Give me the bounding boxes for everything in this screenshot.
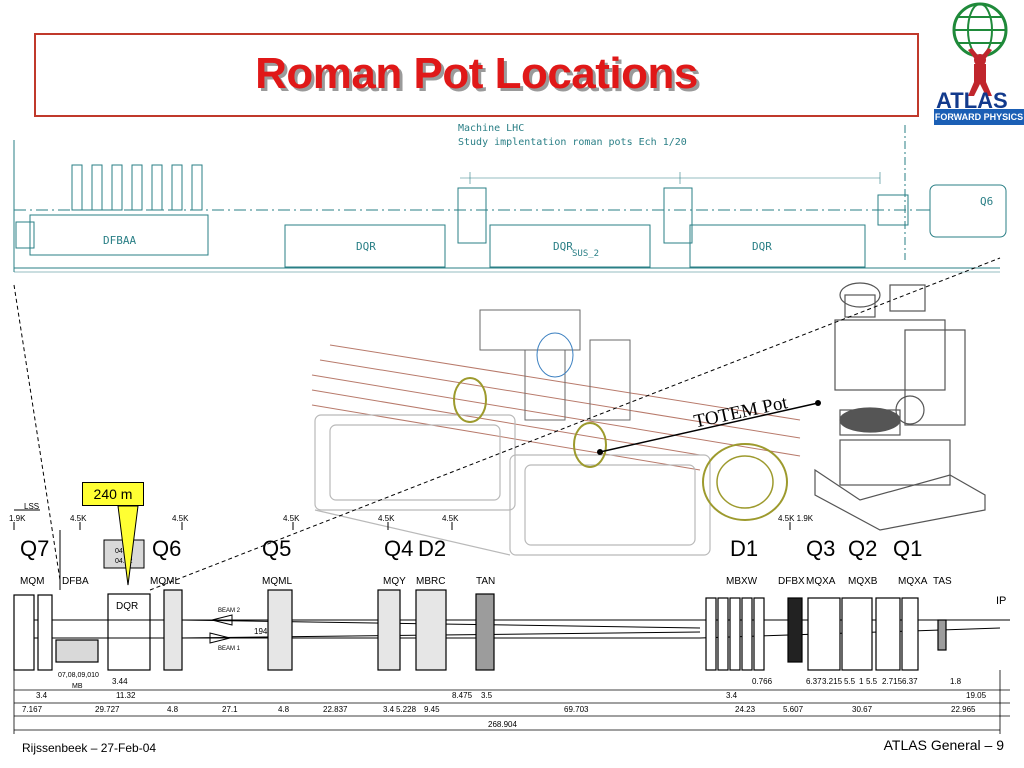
- temp-6: 4.5K: [442, 514, 459, 523]
- dim-r1-11: 6.37: [902, 677, 918, 686]
- dim-r3-7: 3.4: [383, 705, 395, 714]
- dim-r3-6: 22.837: [323, 705, 348, 714]
- label-dqr-1: DQR: [356, 240, 376, 253]
- elem-mqml-2: MQML: [262, 576, 292, 587]
- dim-r1-12: 1.8: [950, 677, 962, 686]
- elem-mqml-1: MQML: [150, 576, 180, 587]
- quad-q3: Q3: [806, 536, 835, 561]
- elem-dfba: DFBA: [62, 576, 89, 587]
- dim-r1-9: 5.5: [866, 677, 878, 686]
- label-dfba-num: 07,08,09,010: [58, 672, 99, 679]
- elem-mbrc: MBRC: [416, 576, 445, 587]
- dim-r1-4: 0.766: [752, 677, 773, 686]
- dim-r2-4: 19.05: [966, 691, 987, 700]
- dim-r3-14: 22.965: [951, 705, 976, 714]
- quad-q1: Q1: [893, 536, 922, 561]
- dim-r3-12: 5.607: [783, 705, 804, 714]
- dim-r3-5: 4.8: [278, 705, 290, 714]
- title-box: Roman Pot Locations: [34, 33, 919, 117]
- elem-tan: TAN: [476, 576, 495, 587]
- drawing-note-line1: Machine LHC: [458, 123, 524, 134]
- dim-r3-9: 9.45: [424, 705, 440, 714]
- label-beam1: BEAM 1: [218, 646, 241, 652]
- dim-r3-1: 7.167: [22, 705, 43, 714]
- slide-title: Roman Pot Locations: [255, 49, 698, 98]
- beamline-schematic: LSS 1.9K 4.5K 4.5K 4.5K 4.5K 4.5K 4.5K 1…: [9, 502, 1010, 734]
- atlas-logo-subtitle: FORWARD PHYSICS: [934, 109, 1024, 125]
- dim-r3-8: 5.228: [396, 705, 417, 714]
- atlas-logo-text: ATLAS: [936, 88, 1008, 113]
- dim-r3-2: 29.727: [95, 705, 120, 714]
- dqr-note-2: 04.02: [115, 558, 133, 565]
- temp-7: 4.5K 1.9K: [778, 514, 814, 523]
- dim-r1-8: 1: [859, 677, 864, 686]
- label-sus2: SUS_2: [572, 249, 599, 259]
- label-lss: LSS: [24, 502, 39, 511]
- label-q6-drawing: Q6: [980, 195, 993, 208]
- dipole-d2: D2: [418, 536, 446, 561]
- totem-pot-rendering: [810, 282, 990, 531]
- dim-r1-7: 5.5: [844, 677, 856, 686]
- elem-mqy: MQY: [383, 576, 406, 587]
- elem-tas: TAS: [933, 576, 952, 587]
- atlas-logo-icon: [952, 2, 1008, 96]
- elem-mqm: MQM: [20, 576, 44, 587]
- drawing-note-line2: Study implentation roman pots Ech 1/20: [458, 137, 687, 148]
- dim-r2-2: 11.32: [116, 691, 136, 700]
- label-dqr-2: DQR: [553, 240, 573, 253]
- dim-r3-13: 30.67: [852, 705, 873, 714]
- label-dfbaa: DFBAA: [103, 234, 136, 247]
- dim-r1-6: 3.215: [822, 677, 843, 686]
- tunnel-3d-rendering: [307, 290, 807, 560]
- label-dqr-3: DQR: [752, 240, 772, 253]
- elem-mqxa-1: MQXA: [806, 576, 836, 587]
- elem-mbxw: MBXW: [726, 576, 758, 587]
- elem-mqxb: MQXB: [848, 576, 878, 587]
- dim-r1-10: 2.715: [882, 677, 903, 686]
- top-engineering-drawing: [13, 125, 1007, 273]
- temp-4: 4.5K: [283, 514, 300, 523]
- quad-q2: Q2: [848, 536, 877, 561]
- dim-r3-3: 4.8: [167, 705, 179, 714]
- dim-r1-2: 8.475: [452, 691, 473, 700]
- distance-callout: 240 m: [82, 482, 144, 506]
- dim-r3-11: 24.23: [735, 705, 756, 714]
- quad-q6: Q6: [152, 536, 181, 561]
- elem-mqxa-2: MQXA: [898, 576, 928, 587]
- dim-r1-3: 3.5: [481, 691, 493, 700]
- label-ip: IP: [996, 595, 1006, 607]
- label-dqr-beamline: DQR: [116, 601, 138, 612]
- dim-total: 268.904: [488, 720, 517, 729]
- temp-1: 1.9K: [9, 514, 26, 523]
- label-mb: MB: [72, 683, 83, 690]
- elem-dfbx: DFBX: [778, 576, 805, 587]
- temp-5: 4.5K: [378, 514, 395, 523]
- quad-q5: Q5: [262, 536, 291, 561]
- dim-r3-10: 69.703: [564, 705, 589, 714]
- dim-r1-1: 3.44: [112, 677, 128, 686]
- dipole-d1: D1: [730, 536, 758, 561]
- dim-r1-5: 6.37: [806, 677, 822, 686]
- label-beam2: BEAM 2: [218, 608, 241, 614]
- dim-r3-4: 27.1: [222, 705, 238, 714]
- temp-3: 4.5K: [172, 514, 189, 523]
- label-beam-sep: 194: [254, 627, 268, 636]
- dim-r2-1: 3.4: [36, 691, 48, 700]
- footer-author-date: Rijssenbeek – 27-Feb-04: [22, 741, 157, 755]
- footer-page: ATLAS General – 9: [883, 737, 1004, 753]
- quad-q4: Q4: [384, 536, 413, 561]
- temp-2: 4.5K: [70, 514, 87, 523]
- quad-q7: Q7: [20, 536, 49, 561]
- dim-r2-3: 3.4: [726, 691, 738, 700]
